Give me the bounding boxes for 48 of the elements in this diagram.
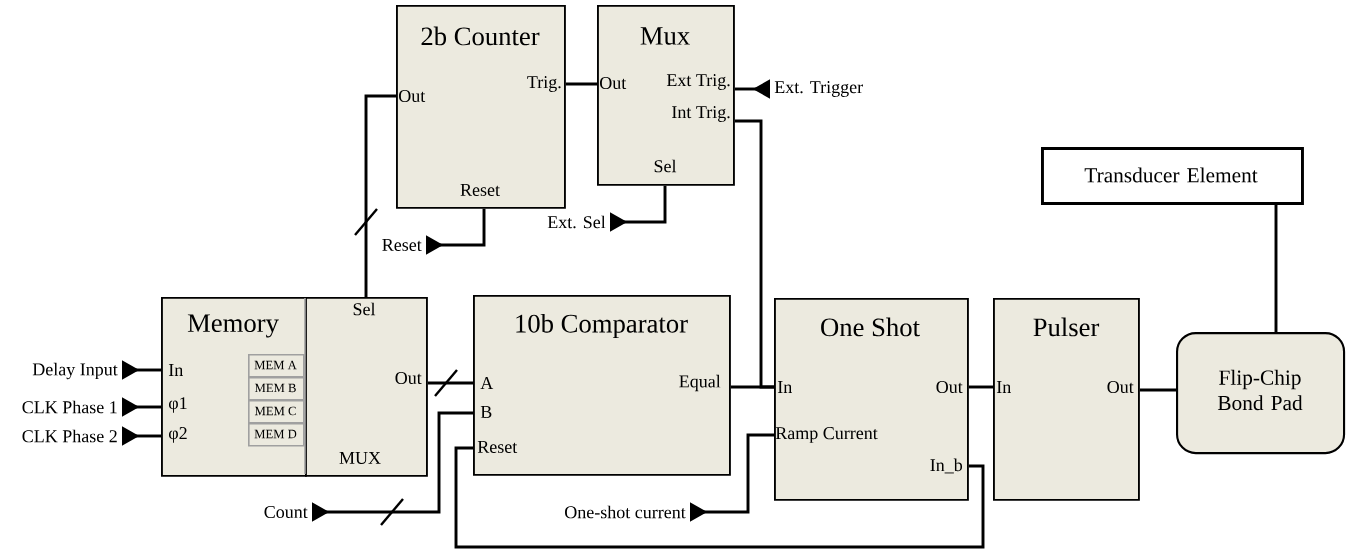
wire (427, 381, 473, 385)
pin-label: φ1 (168, 397, 187, 413)
input-arrow (426, 208, 486, 255)
pin-label: Out (1107, 380, 1134, 394)
wire (1139, 388, 1176, 392)
wire (565, 82, 597, 86)
pin-label: Reset (460, 184, 500, 196)
signal-label: One-shot current (565, 505, 686, 519)
pin-label: In (168, 364, 183, 376)
wire (968, 385, 993, 389)
bond-pad-box: Flip-Chip Bond Pad (1176, 332, 1346, 455)
pin-label: Out (399, 89, 426, 103)
input-arrow (312, 411, 473, 522)
memory-cell-box: MEM C (248, 400, 305, 424)
pin-label: B (480, 406, 492, 418)
memory-cell-box: MEM A (248, 354, 305, 378)
input-arrow (610, 185, 667, 232)
pin-label: Out (936, 380, 963, 394)
wire (364, 94, 396, 297)
pin-label: In_b (930, 458, 963, 474)
pin-label: A (480, 377, 494, 389)
signal-label: CLK Phase 1 (22, 400, 117, 414)
wire (454, 446, 985, 549)
signal-label: Ext. Trigger (774, 81, 863, 97)
pin-label: Sel (654, 159, 677, 173)
signal-label: Delay Input (32, 362, 118, 380)
wire (1274, 204, 1278, 332)
element-box: Transducer Element (1041, 147, 1304, 205)
signal-label: CLK Phase 2 (22, 429, 117, 443)
memory-cell-box: MEM D (248, 423, 305, 447)
pin-label: Ramp Current (775, 427, 878, 443)
signal-label: Reset (382, 239, 422, 251)
wire (730, 385, 774, 389)
pin-label: In (996, 381, 1011, 393)
memory-cell-box: MEM B (248, 377, 305, 401)
pin-label: Ext Trig. (666, 74, 730, 90)
pin-label: In (777, 381, 792, 393)
input-arrow (690, 433, 774, 522)
signal-label: Ext. Sel (547, 215, 606, 229)
pin-label: MUX (339, 452, 381, 464)
pin-label: Int Trig. (672, 106, 730, 122)
pin-label: Equal (679, 374, 721, 392)
pin-label: Out (395, 371, 422, 385)
signal-label: Count (264, 505, 308, 519)
pin-label: Trig. (527, 76, 561, 92)
pin-label: Reset (477, 441, 518, 453)
pin-label: Out (600, 76, 627, 90)
pin-label: φ2 (168, 427, 187, 443)
